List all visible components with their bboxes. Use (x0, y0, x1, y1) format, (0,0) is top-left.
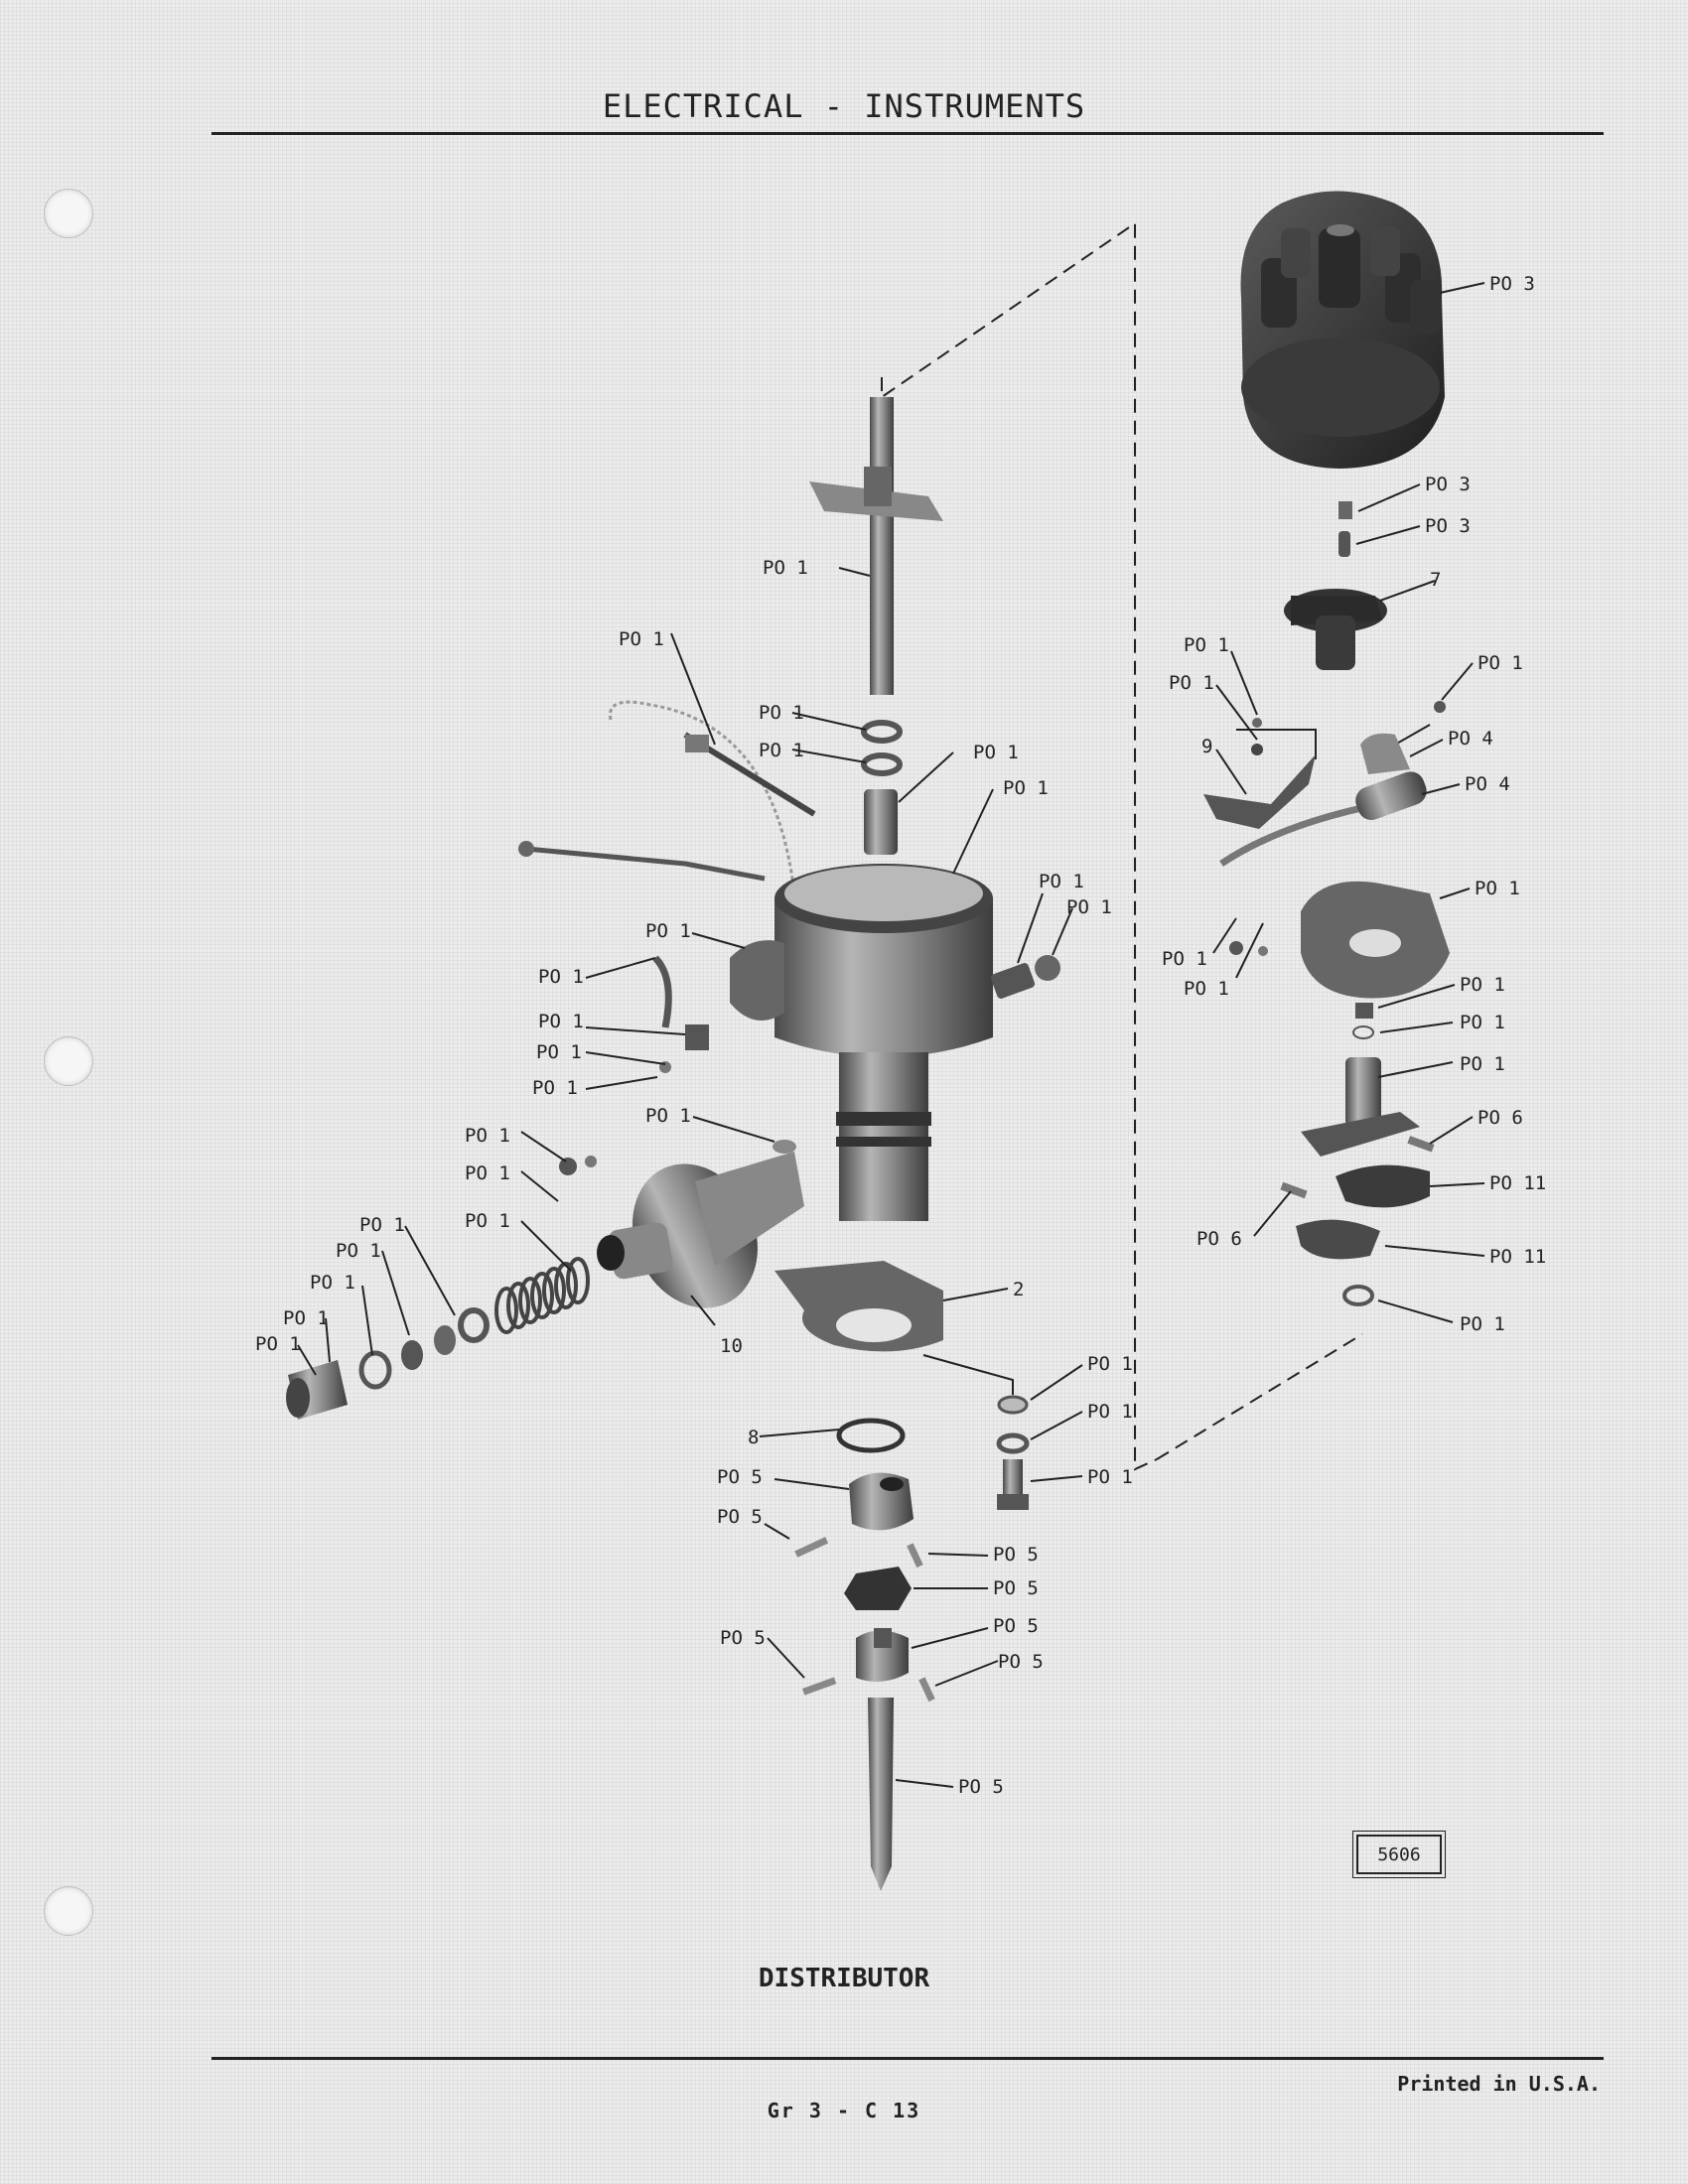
callout-label: PO 1 (336, 1240, 381, 1262)
o-ring (836, 1418, 906, 1453)
clamp-bolt-and-washers (996, 1395, 1030, 1510)
callout-label: PO 1 (310, 1272, 355, 1294)
printed-in-usa: Printed in U.S.A. (1397, 2072, 1601, 2096)
callout-label: PO 5 (720, 1627, 766, 1649)
callout-label: PO 1 (645, 1105, 691, 1127)
callout-label: PO 1 (465, 1210, 510, 1232)
callout-label: PO 1 (1460, 1053, 1505, 1075)
cam-assembly (1301, 1003, 1420, 1157)
callout-label: PO 1 (1477, 652, 1523, 674)
callout-label: PO 11 (1489, 1246, 1546, 1268)
callout-label: 10 (720, 1335, 743, 1357)
callout-label: PO 4 (1465, 773, 1510, 795)
callout-label: PO 1 (645, 920, 691, 942)
callout-label: PO 1 (763, 557, 808, 579)
callout-label: PO 5 (993, 1615, 1039, 1637)
callout-label: PO 1 (532, 1077, 578, 1099)
callout-label: PO 4 (1448, 728, 1493, 750)
callout-label: PO 1 (1169, 672, 1214, 694)
drive-coupling (794, 1472, 923, 1569)
vacuum-advance (597, 1152, 804, 1308)
callout-label: PO 1 (1066, 896, 1112, 918)
callout-label: PO 1 (465, 1125, 510, 1147)
punch-hole-middle (44, 1036, 93, 1086)
cap-spring-and-carbon (1338, 501, 1352, 557)
breaker-plate (1229, 881, 1450, 999)
callout-label: PO 1 (1087, 1401, 1133, 1423)
callout-label: PO 1 (1087, 1466, 1133, 1488)
callout-label: PO 1 (1184, 634, 1229, 656)
callout-label: PO 1 (538, 966, 584, 988)
callout-label: PO 1 (1087, 1353, 1133, 1375)
callout-label: PO 1 (1003, 777, 1049, 799)
callout-label: 7 (1430, 569, 1441, 591)
callout-label: PO 6 (1196, 1228, 1242, 1250)
distributor-wires (518, 700, 816, 894)
page-header-title: ELECTRICAL - INSTRUMENTS (602, 87, 1086, 125)
callout-label: PO 1 (1475, 878, 1520, 899)
callout-label: PO 5 (998, 1651, 1044, 1673)
callout-label: PO 1 (759, 702, 804, 724)
callout-label: PO 1 (1184, 978, 1229, 1000)
callout-label: PO 1 (1162, 948, 1207, 970)
callout-label: PO 1 (1460, 1313, 1505, 1335)
callout-label: PO 5 (717, 1466, 763, 1488)
distributor-housing (774, 864, 993, 1221)
punch-hole-bottom (44, 1886, 93, 1936)
diagram-caption: DISTRIBUTOR (758, 1964, 930, 1993)
callout-label: PO 1 (538, 1011, 584, 1032)
callout-label: PO 6 (1477, 1107, 1523, 1129)
callout-label: PO 1 (1039, 871, 1084, 892)
header-rule (211, 132, 1604, 135)
callout-label: PO 1 (255, 1333, 301, 1355)
callout-label: PO 1 (283, 1307, 329, 1329)
callout-label: PO 5 (717, 1506, 763, 1528)
callout-label: 9 (1201, 736, 1212, 757)
callout-label: PO 1 (1460, 1012, 1505, 1033)
page-code: Gr 3 - C 13 (767, 2099, 921, 2122)
callout-label: PO 5 (993, 1544, 1039, 1566)
callout-label: PO 1 (465, 1162, 510, 1184)
callout-label: PO 11 (1489, 1172, 1546, 1194)
distributor-cap (1240, 191, 1445, 469)
punch-hole-top (44, 189, 93, 238)
mounting-clamp (774, 1261, 943, 1352)
figure-number-box: 5606 (1352, 1831, 1446, 1878)
callout-labels: PO 3 PO 3 PO 3 7 PO 1 PO 1 PO 1 PO 4 9 P… (255, 273, 1546, 1798)
housing-side-parts (652, 940, 1060, 1154)
callout-label: PO 1 (973, 742, 1019, 763)
callout-label: PO 5 (958, 1776, 1004, 1798)
callout-label: PO 5 (993, 1577, 1039, 1599)
rotor (1284, 589, 1387, 670)
leader-lines (297, 282, 1485, 1788)
footer-rule (211, 2057, 1604, 2060)
coupling-star (844, 1567, 912, 1610)
lower-drive-shaft (868, 1698, 894, 1891)
callout-label: PO 1 (536, 1041, 582, 1063)
lower-coupling (801, 1628, 935, 1703)
callout-label: PO 1 (759, 740, 804, 761)
vacuum-spring-and-washers (286, 1156, 597, 1420)
callout-label: PO 3 (1425, 474, 1471, 495)
callout-label: PO 3 (1425, 515, 1471, 537)
shaft-washers (861, 720, 903, 855)
upper-shaft (809, 397, 943, 695)
callout-label: PO 1 (619, 628, 664, 650)
callout-label: PO 3 (1489, 273, 1535, 295)
callout-label: PO 1 (1460, 974, 1505, 996)
assembly-guide-lines (881, 221, 1363, 1471)
weights-and-springs (1280, 1136, 1435, 1306)
condenser (1355, 701, 1446, 821)
callout-label: PO 1 (359, 1214, 405, 1236)
breaker-points (1203, 718, 1381, 867)
callout-label: 2 (1013, 1279, 1024, 1300)
callout-label: 8 (748, 1427, 759, 1448)
